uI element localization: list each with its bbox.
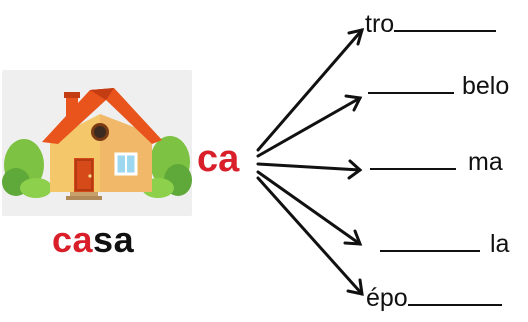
word-casa: casa bbox=[52, 222, 134, 258]
item-suffix: la bbox=[490, 230, 510, 258]
item-prefix: épo bbox=[366, 284, 408, 312]
arrow-3 bbox=[256, 162, 362, 172]
house-icon bbox=[2, 88, 192, 200]
syllable-item-1: tro bbox=[365, 10, 497, 38]
center-syllable: ca bbox=[197, 138, 240, 180]
arrow-head-5 bbox=[346, 278, 364, 296]
word-second-syllable: sa bbox=[93, 219, 135, 260]
answer-blank[interactable] bbox=[407, 302, 502, 306]
answer-blank[interactable] bbox=[368, 90, 454, 94]
arrow-head-2 bbox=[344, 94, 363, 112]
arrow-2 bbox=[256, 96, 362, 158]
item-suffix: belo bbox=[462, 72, 510, 100]
arrow-head-4 bbox=[343, 229, 363, 246]
answer-blank[interactable] bbox=[394, 28, 497, 32]
syllable-item-5: épo bbox=[366, 286, 502, 311]
arrow-head-3 bbox=[347, 159, 363, 180]
word-first-syllable: ca bbox=[52, 219, 94, 260]
answer-blank[interactable] bbox=[380, 248, 480, 252]
answer-blank[interactable] bbox=[370, 166, 456, 170]
item-prefix: tro bbox=[365, 10, 395, 38]
syllable-item-3: ma bbox=[370, 150, 503, 175]
arrow-5 bbox=[256, 176, 364, 296]
item-suffix: ma bbox=[468, 148, 503, 176]
syllable-item-2: belo bbox=[368, 74, 509, 99]
arrow-1 bbox=[256, 28, 364, 152]
house-picture-panel bbox=[2, 70, 192, 216]
syllable-item-4: la bbox=[380, 232, 509, 257]
arrow-4 bbox=[256, 170, 362, 246]
arrow-head-1 bbox=[347, 27, 365, 46]
